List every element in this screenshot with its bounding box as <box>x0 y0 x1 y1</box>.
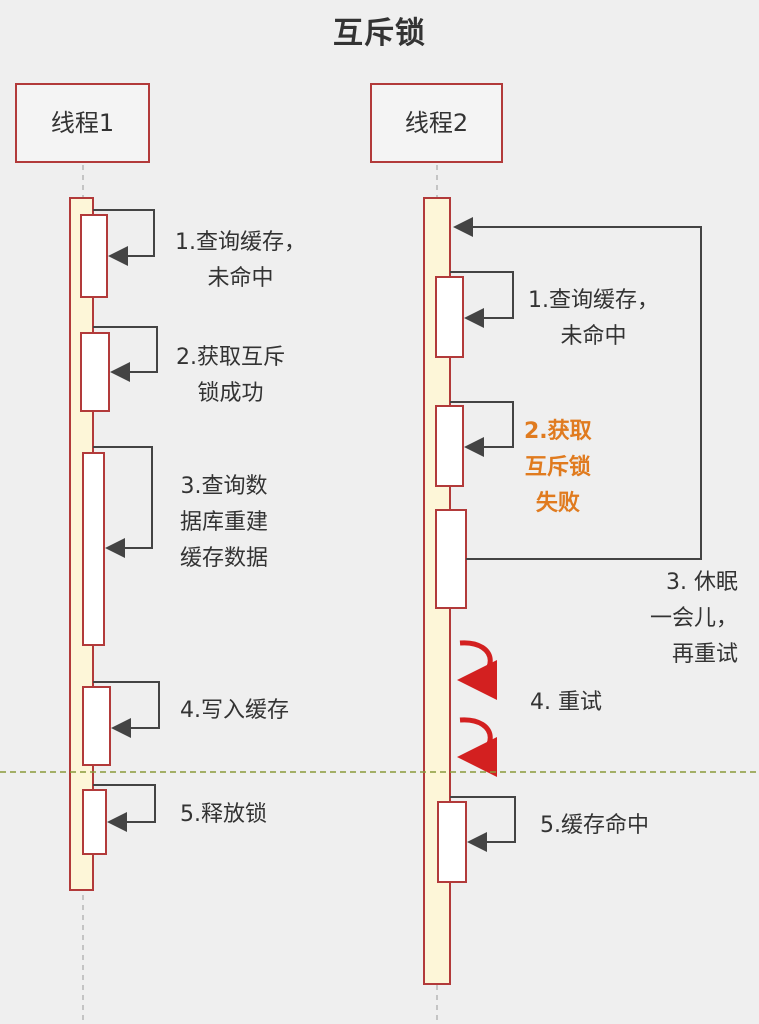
thread1-step2-arrow <box>93 326 158 382</box>
thread2-step1-label: 1.查询缓存， 未命中 <box>528 288 659 349</box>
diagram-title: 互斥锁 <box>333 16 426 51</box>
thread2-step2-arrow <box>450 401 514 457</box>
thread1-step4-box <box>82 686 111 766</box>
thread1-step1-label: 1.查询缓存， 未命中 <box>175 230 306 291</box>
thread2-step5-box <box>437 801 467 883</box>
thread2-step1-box <box>435 276 464 358</box>
thread1-step5-box <box>82 789 107 855</box>
retry-arrow-2 <box>457 717 498 777</box>
thread1-step1-arrow <box>93 209 155 266</box>
thread1-step2-box <box>80 332 110 412</box>
thread2-step2-box <box>435 405 464 487</box>
thread1-step3-arrow <box>93 446 153 558</box>
thread1-step3-label: 3.查询数 据库重建 缓存数据 <box>180 474 269 571</box>
thread1-step4-label: 4.写入缓存 <box>180 698 289 723</box>
thread1-step4-arrow <box>93 681 160 738</box>
thread2-step5-label: 5.缓存命中 <box>540 813 649 838</box>
actor-thread1: 线程1 <box>15 83 150 163</box>
thread2-step3-label: 3. 休眠 一会儿， 再重试 <box>650 570 739 667</box>
thread2-step5-arrow <box>450 796 516 852</box>
thread2-step1-arrow <box>450 271 514 328</box>
thread1-step5-label: 5.释放锁 <box>180 802 267 827</box>
thread2-step2-label: 2.获取 互斥锁 失败 <box>524 419 592 516</box>
thread1-step1-box <box>80 214 108 298</box>
actor-thread2: 线程2 <box>370 83 503 163</box>
thread1-step5-arrow <box>93 784 156 832</box>
thread1-step3-box <box>82 452 105 646</box>
thread2-step4-label: 4. 重试 <box>530 690 602 715</box>
thread1-step2-label: 2.获取互斥 锁成功 <box>176 345 285 406</box>
retry-arrow-1 <box>457 640 498 700</box>
thread2-sleep-loop-arrow <box>453 217 702 560</box>
thread2-step3-box <box>435 509 467 609</box>
